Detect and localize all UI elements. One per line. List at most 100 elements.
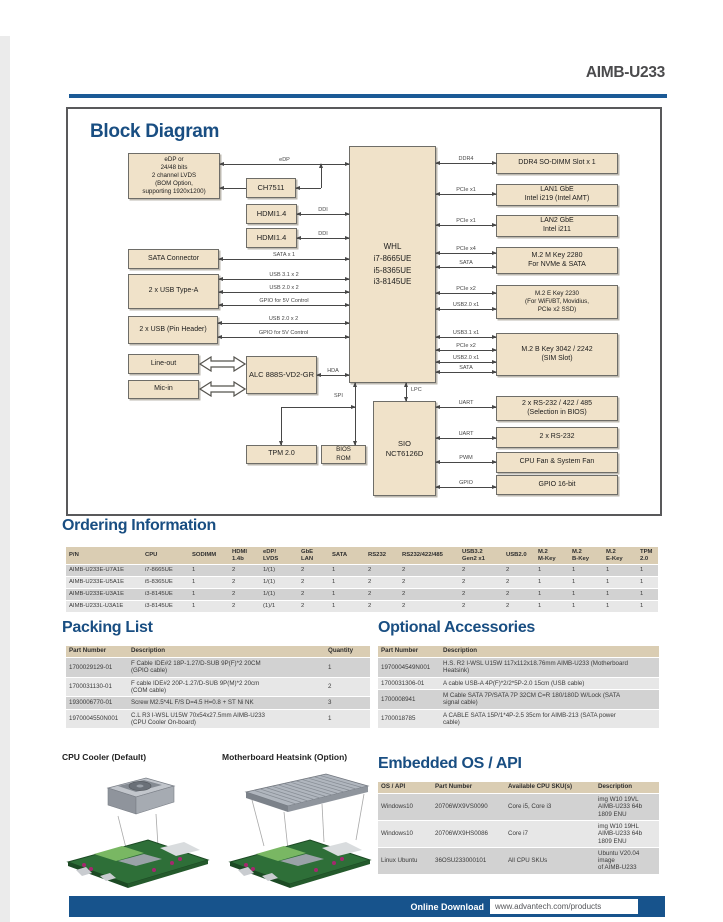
table-cell: 20706WX9HS0086 bbox=[432, 820, 505, 848]
bus-arrow-uart2: UART bbox=[435, 431, 497, 440]
bus-label-uart1: UART bbox=[458, 400, 474, 406]
bus-arrow-pcie2e: PCIe x2 bbox=[435, 286, 497, 295]
table-cell: 2 bbox=[503, 600, 535, 614]
table-cell: 2 bbox=[229, 576, 260, 590]
table-cell: 1 bbox=[569, 600, 603, 614]
table-cell: 2 bbox=[503, 564, 535, 578]
diagram-box-rs232: 2 x RS-232 bbox=[496, 427, 618, 448]
table-cell: 1/(1) bbox=[260, 576, 298, 590]
table-cell: 2 bbox=[365, 576, 399, 590]
table-cell: 1 bbox=[535, 600, 569, 614]
section-title-packing: Packing List bbox=[62, 619, 153, 636]
bus-label-pcie4: PCIe x4 bbox=[456, 246, 476, 252]
column-header: M.2 E-Key bbox=[603, 547, 637, 566]
table-cell: 1 bbox=[637, 588, 658, 602]
table-cell: 1 bbox=[637, 576, 658, 590]
table-cell: 2 bbox=[399, 600, 459, 614]
table-cell: C.L R3 I-WSL U15W 70x54x27.5mm AIMB-U233… bbox=[128, 709, 325, 730]
bus-arrow-pcie4: PCIe x4 bbox=[435, 246, 497, 255]
column-header: M.2 M-Key bbox=[535, 547, 569, 566]
bus-arrow-sata-m2m: SATA bbox=[435, 260, 497, 269]
table-cell: 3 bbox=[325, 696, 370, 710]
column-header: P/N bbox=[66, 547, 142, 566]
table-cell: A cable USB-A 4P(F)*2/2*5P-2.0 15cm (USB… bbox=[440, 677, 659, 690]
diagram-box-cpu-whl: WHL i7-8665UE i5-8365UE i3-8145UE bbox=[349, 146, 436, 383]
table-cell: 1930006770-01 bbox=[66, 696, 128, 710]
table-cell: 1700008941 bbox=[378, 689, 440, 710]
block-diagram: Block Diagram eDP or 24/48 bits 2 channe… bbox=[66, 107, 662, 516]
bus-label-gpio: GPIO bbox=[459, 480, 473, 486]
packing-table-wrap: Part Number Description Quantity 1700029… bbox=[66, 646, 370, 730]
packing-table: Part Number Description Quantity 1700029… bbox=[66, 646, 370, 730]
bus-arrow-usb20x2a: USB 2.0 x 2 bbox=[218, 285, 350, 294]
table-cell: i3-8145UE bbox=[142, 588, 189, 602]
table-cell: 1 bbox=[329, 576, 365, 590]
bus-arrow-lpc bbox=[404, 382, 408, 402]
section-title-ordering: Ordering Information bbox=[62, 517, 217, 534]
table-cell: AIMB-U233E-U7A1E bbox=[66, 564, 142, 578]
table-cell: 2 bbox=[459, 588, 503, 602]
diagram-box-ddr4: DDR4 SO-DIMM Slot x 1 bbox=[496, 153, 618, 174]
table-cell: 1 bbox=[603, 576, 637, 590]
table-cell: 2 bbox=[503, 588, 535, 602]
table-cell: 1700031130-01 bbox=[66, 677, 128, 698]
bus-label-usb20x2a: USB 2.0 x 2 bbox=[269, 285, 299, 291]
table-cell: 1 bbox=[569, 588, 603, 602]
table-cell: 2 bbox=[229, 564, 260, 578]
ordering-header-row: P/N CPU SODIMM HDMI 1.4b eDP/ LVDS GbE L… bbox=[66, 547, 658, 566]
bus-arrow-ddi1: DDI bbox=[296, 207, 350, 216]
column-header: RS232 bbox=[365, 547, 399, 566]
table-cell: M Cable SATA 7P/SATA 7P 32CM C=R 180/180… bbox=[440, 689, 659, 710]
bus-arrow-usb31x1: USB3.1 x1 bbox=[435, 330, 497, 339]
table-cell: 1 bbox=[189, 588, 229, 602]
table-cell: 1 bbox=[189, 576, 229, 590]
diagram-box-bios-rom: BIOS ROM bbox=[321, 445, 366, 464]
column-header: Quantity bbox=[325, 646, 370, 658]
diagram-box-lan1: LAN1 GbE Intel i219 (Intel AMT) bbox=[496, 184, 618, 206]
diagram-box-m2-b-key: M.2 B Key 3042 / 2242 (SIM Slot) bbox=[496, 333, 618, 376]
table-cell: 1700029129-01 bbox=[66, 657, 128, 678]
bus-label-sata-m2m: SATA bbox=[459, 260, 473, 266]
heatsink-render bbox=[244, 773, 370, 851]
bus-branch-edp-vertical bbox=[319, 163, 323, 188]
footer-bar: Online Download www.advantech.com/produc… bbox=[69, 896, 665, 917]
bus-arrow-uart1: UART bbox=[435, 400, 497, 409]
table-cell: 2 bbox=[298, 588, 329, 602]
column-header: M.2 B-Key bbox=[569, 547, 603, 566]
table-cell: 2 bbox=[459, 576, 503, 590]
table-cell: 2 bbox=[399, 576, 459, 590]
table-cell: (1)/1 bbox=[260, 600, 298, 614]
table-cell: img W10 19HL AIMB-U233 64b 1809 ENU bbox=[595, 820, 659, 848]
diagram-box-alc888s: ALC 888S-VD2-GR bbox=[246, 356, 317, 394]
bus-arrow-pwm: PWM bbox=[435, 455, 497, 464]
table-cell: 1970004550N001 bbox=[66, 709, 128, 730]
bus-label-gpio5v-a: GPIO for 5V Control bbox=[259, 298, 309, 304]
diagram-box-hdmi1: HDMI1.4 bbox=[246, 204, 297, 224]
bus-label-ddi1: DDI bbox=[318, 207, 328, 213]
bus-arrow-hda: HDA bbox=[316, 368, 350, 377]
product-title: AIMB-U233 bbox=[585, 64, 665, 81]
header-rule bbox=[69, 94, 667, 98]
table-cell: 2 bbox=[459, 564, 503, 578]
table-cell: 1970004549N001 bbox=[378, 657, 440, 678]
footer-url-link[interactable]: www.advantech.com/products bbox=[490, 899, 638, 914]
table-cell: Windows10 bbox=[378, 820, 432, 848]
table-cell: 36OSU233000101 bbox=[432, 847, 505, 875]
table-cell: 1 bbox=[569, 576, 603, 590]
table-cell: 1 bbox=[637, 564, 658, 578]
bus-label-hda: HDA bbox=[327, 368, 339, 374]
table-cell: 2 bbox=[459, 600, 503, 614]
column-header: TPM 2.0 bbox=[637, 547, 658, 566]
bus-label-usb20x1b: USB2.0 x1 bbox=[452, 355, 480, 361]
table-cell: 1 bbox=[603, 600, 637, 614]
bus-arrow-gpio5v-b: GPIO for 5V Control bbox=[217, 330, 350, 339]
bus-arrow-spi bbox=[353, 382, 357, 446]
table-cell: 2 bbox=[298, 576, 329, 590]
table-cell: F cable IDE#2 20P-1.27/D-SUB 9P(M)*2 20c… bbox=[128, 677, 325, 698]
